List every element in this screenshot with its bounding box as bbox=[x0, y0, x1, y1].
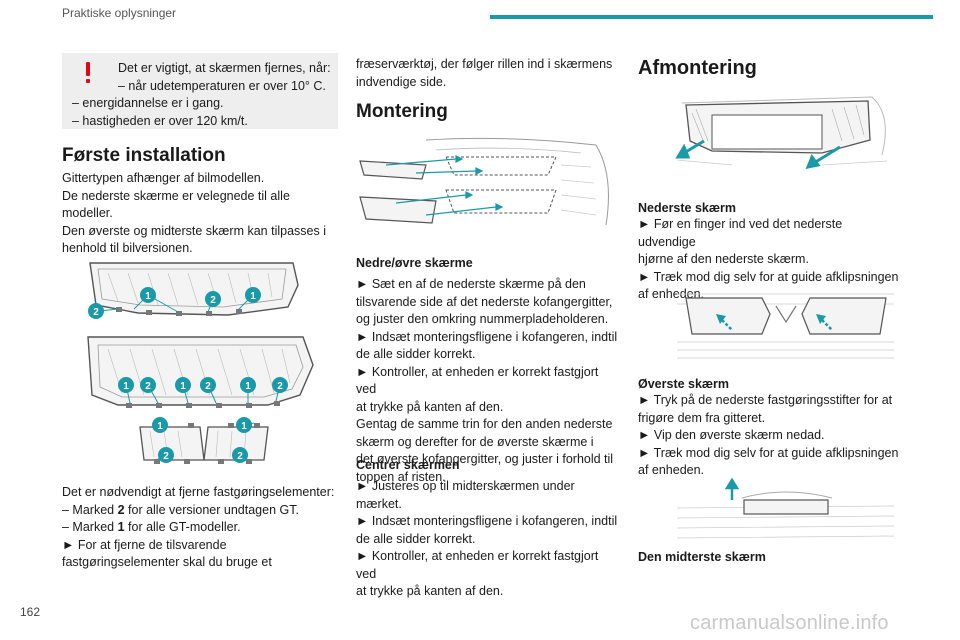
text-line: det øverste kofangergitter, og juster i … bbox=[356, 452, 614, 466]
removal-lower-illustration bbox=[675, 96, 888, 170]
subheading-oeverste-skaerm: Øverste skærm bbox=[638, 377, 730, 391]
subheading-nedre-oevre-skaerme: Nedre/øvre skærme bbox=[356, 256, 473, 270]
text-line: indvendige side. bbox=[356, 74, 447, 89]
svg-text:1: 1 bbox=[180, 381, 186, 392]
svg-text:1: 1 bbox=[245, 381, 251, 392]
text-line: og juster den omkring nummerpladeholdere… bbox=[356, 312, 609, 326]
svg-text:2: 2 bbox=[205, 381, 211, 392]
text-line: at trykke på kanten af den. bbox=[356, 584, 504, 598]
text-line: Gentag de samme trin for den anden neder… bbox=[356, 417, 613, 431]
text-line: skærm og derefter for de øverste skærme … bbox=[356, 434, 594, 449]
header-accent-bar bbox=[490, 15, 933, 19]
marker-2: 2 bbox=[88, 303, 104, 319]
subheading-nederste-skaerm: Nederste skærm bbox=[638, 201, 736, 215]
svg-text:1: 1 bbox=[157, 421, 163, 432]
marker-2: 2 bbox=[232, 447, 248, 463]
svg-text:1: 1 bbox=[250, 291, 256, 302]
text-line: hjørne af den nederste skærm. bbox=[638, 252, 809, 266]
text-line: ► Træk mod dig selv for at guide afklips… bbox=[638, 445, 899, 460]
text-line: ► Kontroller, at enheden er korrekt fast… bbox=[356, 549, 599, 581]
text-line: ► Justeres op til midterskærmen under mæ… bbox=[356, 479, 575, 511]
subheading-centrer-skaermen: Centrer skærmen bbox=[356, 458, 460, 472]
center-steps: ► Justeres op til midterskærmen under mæ… bbox=[356, 478, 621, 601]
text-line: frigøre dem fra gitteret. bbox=[638, 410, 766, 425]
text-line: de alle sidder korrekt. bbox=[356, 531, 476, 546]
text-line: ► Før en finger ind ved det nederste udv… bbox=[638, 217, 843, 249]
text-line: tilsvarende side af det nederste kofange… bbox=[356, 294, 613, 309]
text-line: Det er nødvendigt at fjerne fastgøringse… bbox=[62, 485, 335, 499]
section-title-afmontering: Afmontering bbox=[638, 57, 757, 79]
text-line: at trykke på kanten af den. bbox=[356, 399, 504, 414]
text-line: ► Træk mod dig selv for at guide afklips… bbox=[638, 269, 899, 284]
marker-1: 1 bbox=[140, 287, 156, 303]
running-header: Praktiske oplysninger bbox=[62, 6, 177, 20]
text-line: ► Vip den øverste skærm nedad. bbox=[638, 428, 825, 442]
text-line: af enheden. bbox=[638, 463, 705, 477]
text-line: fastgøringselementer skal du bruge et bbox=[62, 555, 272, 569]
text-line: – Marked 2 for alle versioner undtagen G… bbox=[62, 502, 299, 517]
text-line: ► Tryk på de nederste fastgøringsstifter… bbox=[638, 393, 893, 407]
warning-line: – energidannelse er i gang. bbox=[72, 96, 224, 110]
warning-exclamation-icon bbox=[82, 62, 94, 84]
text-line: ► Indsæt monteringsfligene i kofangeren,… bbox=[356, 329, 618, 344]
text-line: Gittertypen afhænger af bilmodellen. bbox=[62, 171, 265, 185]
marker-1: 1 bbox=[245, 287, 261, 303]
text-line: De nederste skærme er velegnede til alle bbox=[62, 188, 290, 203]
fasteners-text: Det er nødvendigt at fjerne fastgøringse… bbox=[62, 484, 352, 572]
upper-removal-steps: ► Tryk på de nederste fastgøringsstifter… bbox=[638, 392, 903, 480]
grille-parts-illustration: 1 2 1 2 1 2 1 2 1 2 1 1 2 2 bbox=[87, 262, 314, 464]
text-line: modeller. bbox=[62, 206, 113, 220]
svg-text:2: 2 bbox=[277, 381, 283, 392]
text-line: Den øverste og midterste skærm kan tilpa… bbox=[62, 223, 326, 238]
svg-text:2: 2 bbox=[237, 451, 243, 462]
warning-line: – hastigheden er over 120 km/t. bbox=[72, 113, 248, 128]
marker-1: 1 bbox=[118, 377, 134, 393]
warning-text: Det er vigtigt, at skærmen fjernes, når:… bbox=[72, 60, 334, 130]
mounting-steps: ► Sæt en af de nederste skærme på den ti… bbox=[356, 276, 621, 486]
svg-text:2: 2 bbox=[93, 307, 99, 318]
removal-center-illustration bbox=[676, 478, 895, 539]
marker-1: 1 bbox=[152, 417, 168, 433]
svg-text:1: 1 bbox=[123, 381, 129, 392]
text-line: de alle sidder korrekt. bbox=[356, 347, 476, 361]
text-line: henhold til bilversionen. bbox=[62, 241, 193, 255]
text-line: fræserværktøj, der følger rillen ind i s… bbox=[356, 57, 613, 71]
warning-line: Det er vigtigt, at skærmen fjernes, når: bbox=[118, 61, 331, 75]
marker-2: 2 bbox=[272, 377, 288, 393]
text-line: ► Kontroller, at enheden er korrekt fast… bbox=[356, 364, 599, 397]
marker-1: 1 bbox=[240, 377, 256, 393]
marker-2: 2 bbox=[140, 377, 156, 393]
marker-2: 2 bbox=[200, 377, 216, 393]
warning-line: – når udetemperaturen er over 10° C. bbox=[118, 78, 326, 93]
mounting-illustration bbox=[359, 137, 609, 226]
text-line: – Marked 1 for alle GT-modeller. bbox=[62, 520, 241, 534]
section-title-foerste-installation: Første installation bbox=[62, 145, 226, 166]
text-line: ► Indsæt monteringsfligene i kofangeren,… bbox=[356, 514, 618, 528]
svg-text:2: 2 bbox=[210, 295, 216, 306]
watermark: carmanualsonline.info bbox=[690, 612, 889, 634]
svg-text:2: 2 bbox=[145, 381, 151, 392]
subheading-den-midterste-skaerm: Den midterste skærm bbox=[638, 550, 766, 564]
warning-box: Det er vigtigt, at skærmen fjernes, når:… bbox=[62, 53, 338, 129]
text-line: ► For at fjerne de tilsvarende bbox=[62, 537, 227, 552]
marker-1: 1 bbox=[236, 417, 252, 433]
text-line: ► Sæt en af de nederste skærme på den bbox=[356, 277, 586, 291]
svg-text:1: 1 bbox=[145, 291, 151, 302]
removal-upper-illustration bbox=[677, 293, 894, 359]
intro-text: Gittertypen afhænger af bilmodellen. De … bbox=[62, 170, 338, 258]
section-title-montering: Montering bbox=[356, 101, 448, 122]
svg-text:1: 1 bbox=[241, 421, 247, 432]
marker-2: 2 bbox=[158, 447, 174, 463]
continuation-text: fræserværktøj, der følger rillen ind i s… bbox=[356, 56, 618, 91]
text-line: toppen af risten. bbox=[356, 469, 446, 484]
marker-1: 1 bbox=[175, 377, 191, 393]
svg-text:2: 2 bbox=[163, 451, 169, 462]
page-number: 162 bbox=[20, 605, 41, 619]
marker-2: 2 bbox=[205, 291, 221, 307]
